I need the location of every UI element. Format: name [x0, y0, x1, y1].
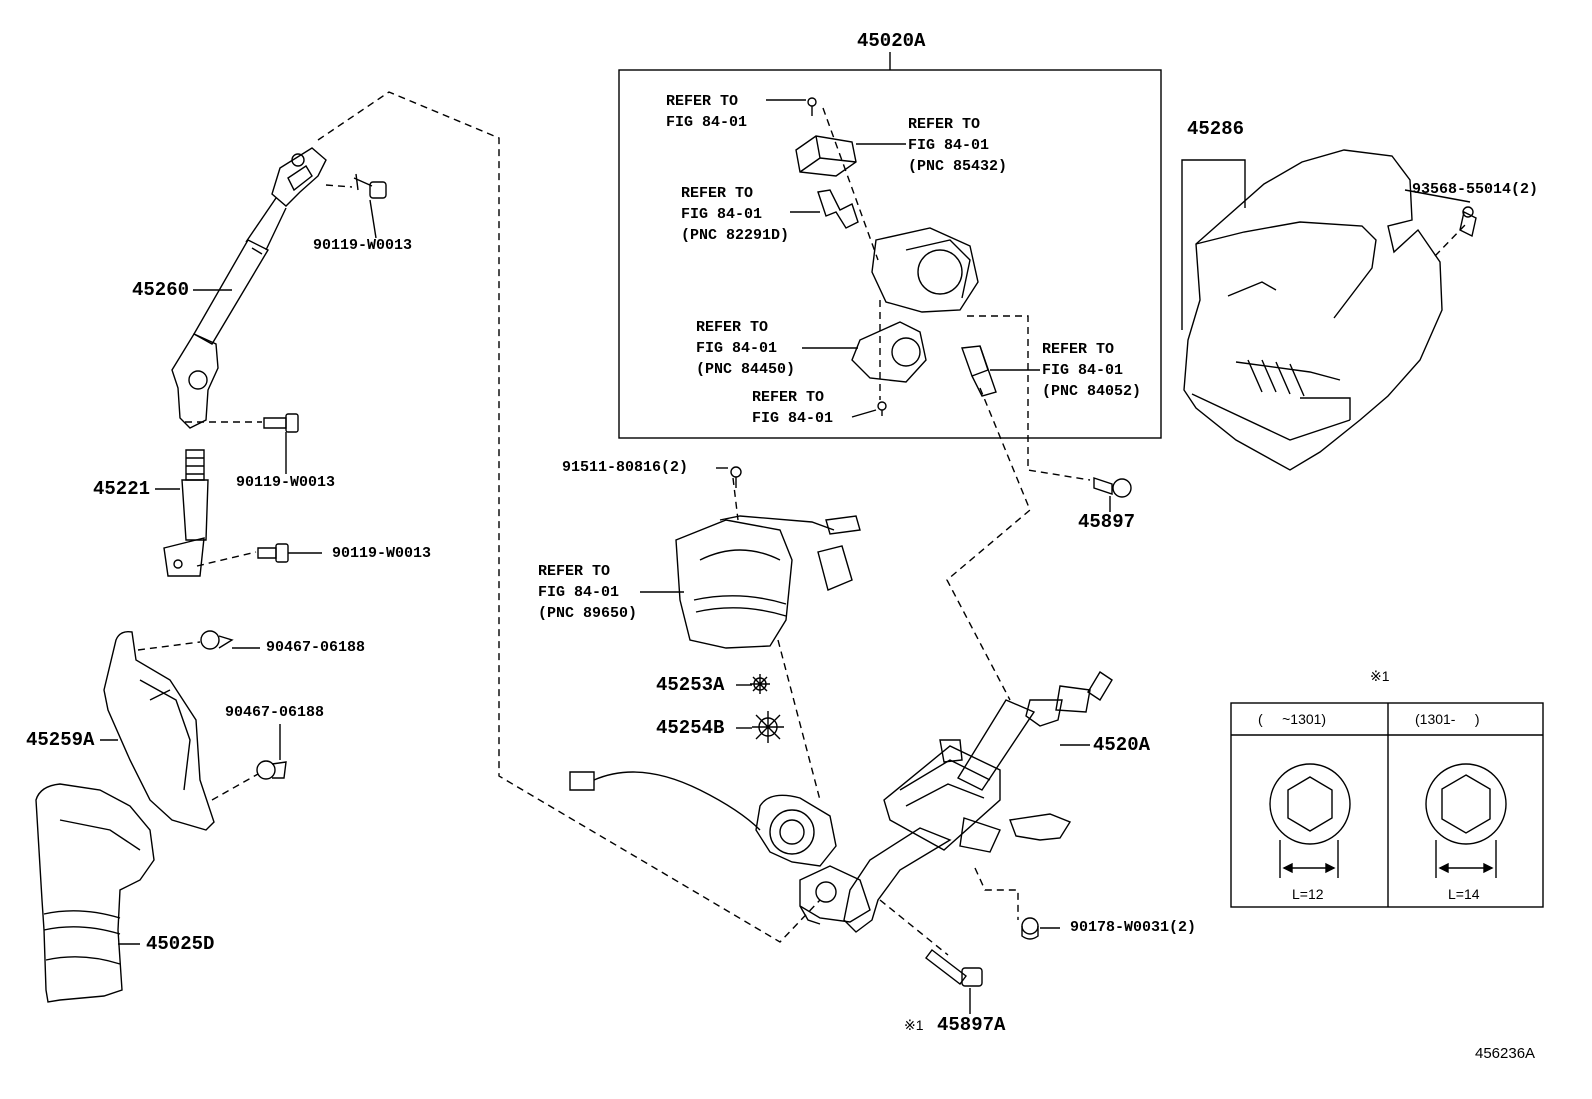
note-table — [1230, 702, 1544, 908]
note-col1-value: L=12 — [1292, 886, 1324, 902]
lower-shaft-drawing — [163, 449, 209, 577]
label-45897a: 45897A — [937, 1014, 1006, 1036]
hole-cover-drawing — [103, 630, 215, 831]
label-bolt-c: 90119-W0013 — [332, 545, 432, 562]
ref-note-5: REFER TO FIG 84-01 — [752, 389, 834, 427]
label-45221: 45221 — [93, 478, 151, 500]
plates-drawing — [750, 674, 784, 743]
label-screw: 93568-55014(2) — [1412, 181, 1539, 198]
column-fasteners — [925, 206, 1477, 987]
label-45897: 45897 — [1078, 511, 1136, 533]
ref-note-pnc-84450: REFER TO FIG 84-01 (PNC 84450) — [696, 319, 796, 378]
phantom-lines — [137, 91, 1466, 956]
ref-note-pnc-85432: REFER TO FIG 84-01 (PNC 85432) — [908, 116, 1008, 175]
spiral-cable-drawing — [675, 466, 861, 649]
note-table-mark: ※1 — [1370, 668, 1390, 684]
diagram-id: 456236A — [1475, 1045, 1536, 1062]
label-bolt-switch: 91511-80816(2) — [562, 459, 689, 476]
label-clip-a: 90467-06188 — [266, 639, 366, 656]
switch-assy-parts — [795, 97, 997, 416]
note-col2-header: (1301- ) — [1415, 711, 1480, 727]
ref-note-pnc-89650: REFER TO FIG 84-01 (PNC 89650) — [538, 563, 638, 622]
note-col1-header: ( ~1301) — [1258, 711, 1327, 727]
ref-note-pnc-82291d: REFER TO FIG 84-01 (PNC 82291D) — [681, 185, 790, 244]
label-bolt-b: 90119-W0013 — [236, 474, 336, 491]
ref-note-1: REFER TO FIG 84-01 — [666, 93, 748, 131]
column-cover-drawing — [1183, 149, 1443, 471]
label-switch-assy: 45020A — [857, 30, 926, 52]
label-45254b: 45254B — [656, 717, 725, 739]
boot-drawing — [35, 783, 155, 1003]
label-45253a: 45253A — [656, 674, 725, 696]
label-clip-b: 90467-06188 — [225, 704, 325, 721]
label-45260: 45260 — [132, 279, 190, 301]
ref-note-pnc-84052: REFER TO FIG 84-01 (PNC 84052) — [1042, 341, 1142, 400]
label-4520a: 4520A — [1093, 734, 1151, 756]
leader-lines — [100, 99, 1471, 1014]
bolts-left — [200, 173, 387, 780]
label-bolt-a: 90119-W0013 — [313, 237, 413, 254]
intermediate-shaft-drawing — [171, 147, 327, 429]
note-col2-value: L=14 — [1448, 886, 1480, 902]
label-45259a: 45259A — [26, 729, 95, 751]
label-nut: 90178-W0031(2) — [1070, 919, 1197, 936]
label-note-mark: ※1 — [904, 1017, 924, 1033]
label-45286: 45286 — [1187, 118, 1245, 140]
steering-column-drawing — [569, 671, 1113, 933]
label-45025d: 45025D — [146, 933, 215, 955]
